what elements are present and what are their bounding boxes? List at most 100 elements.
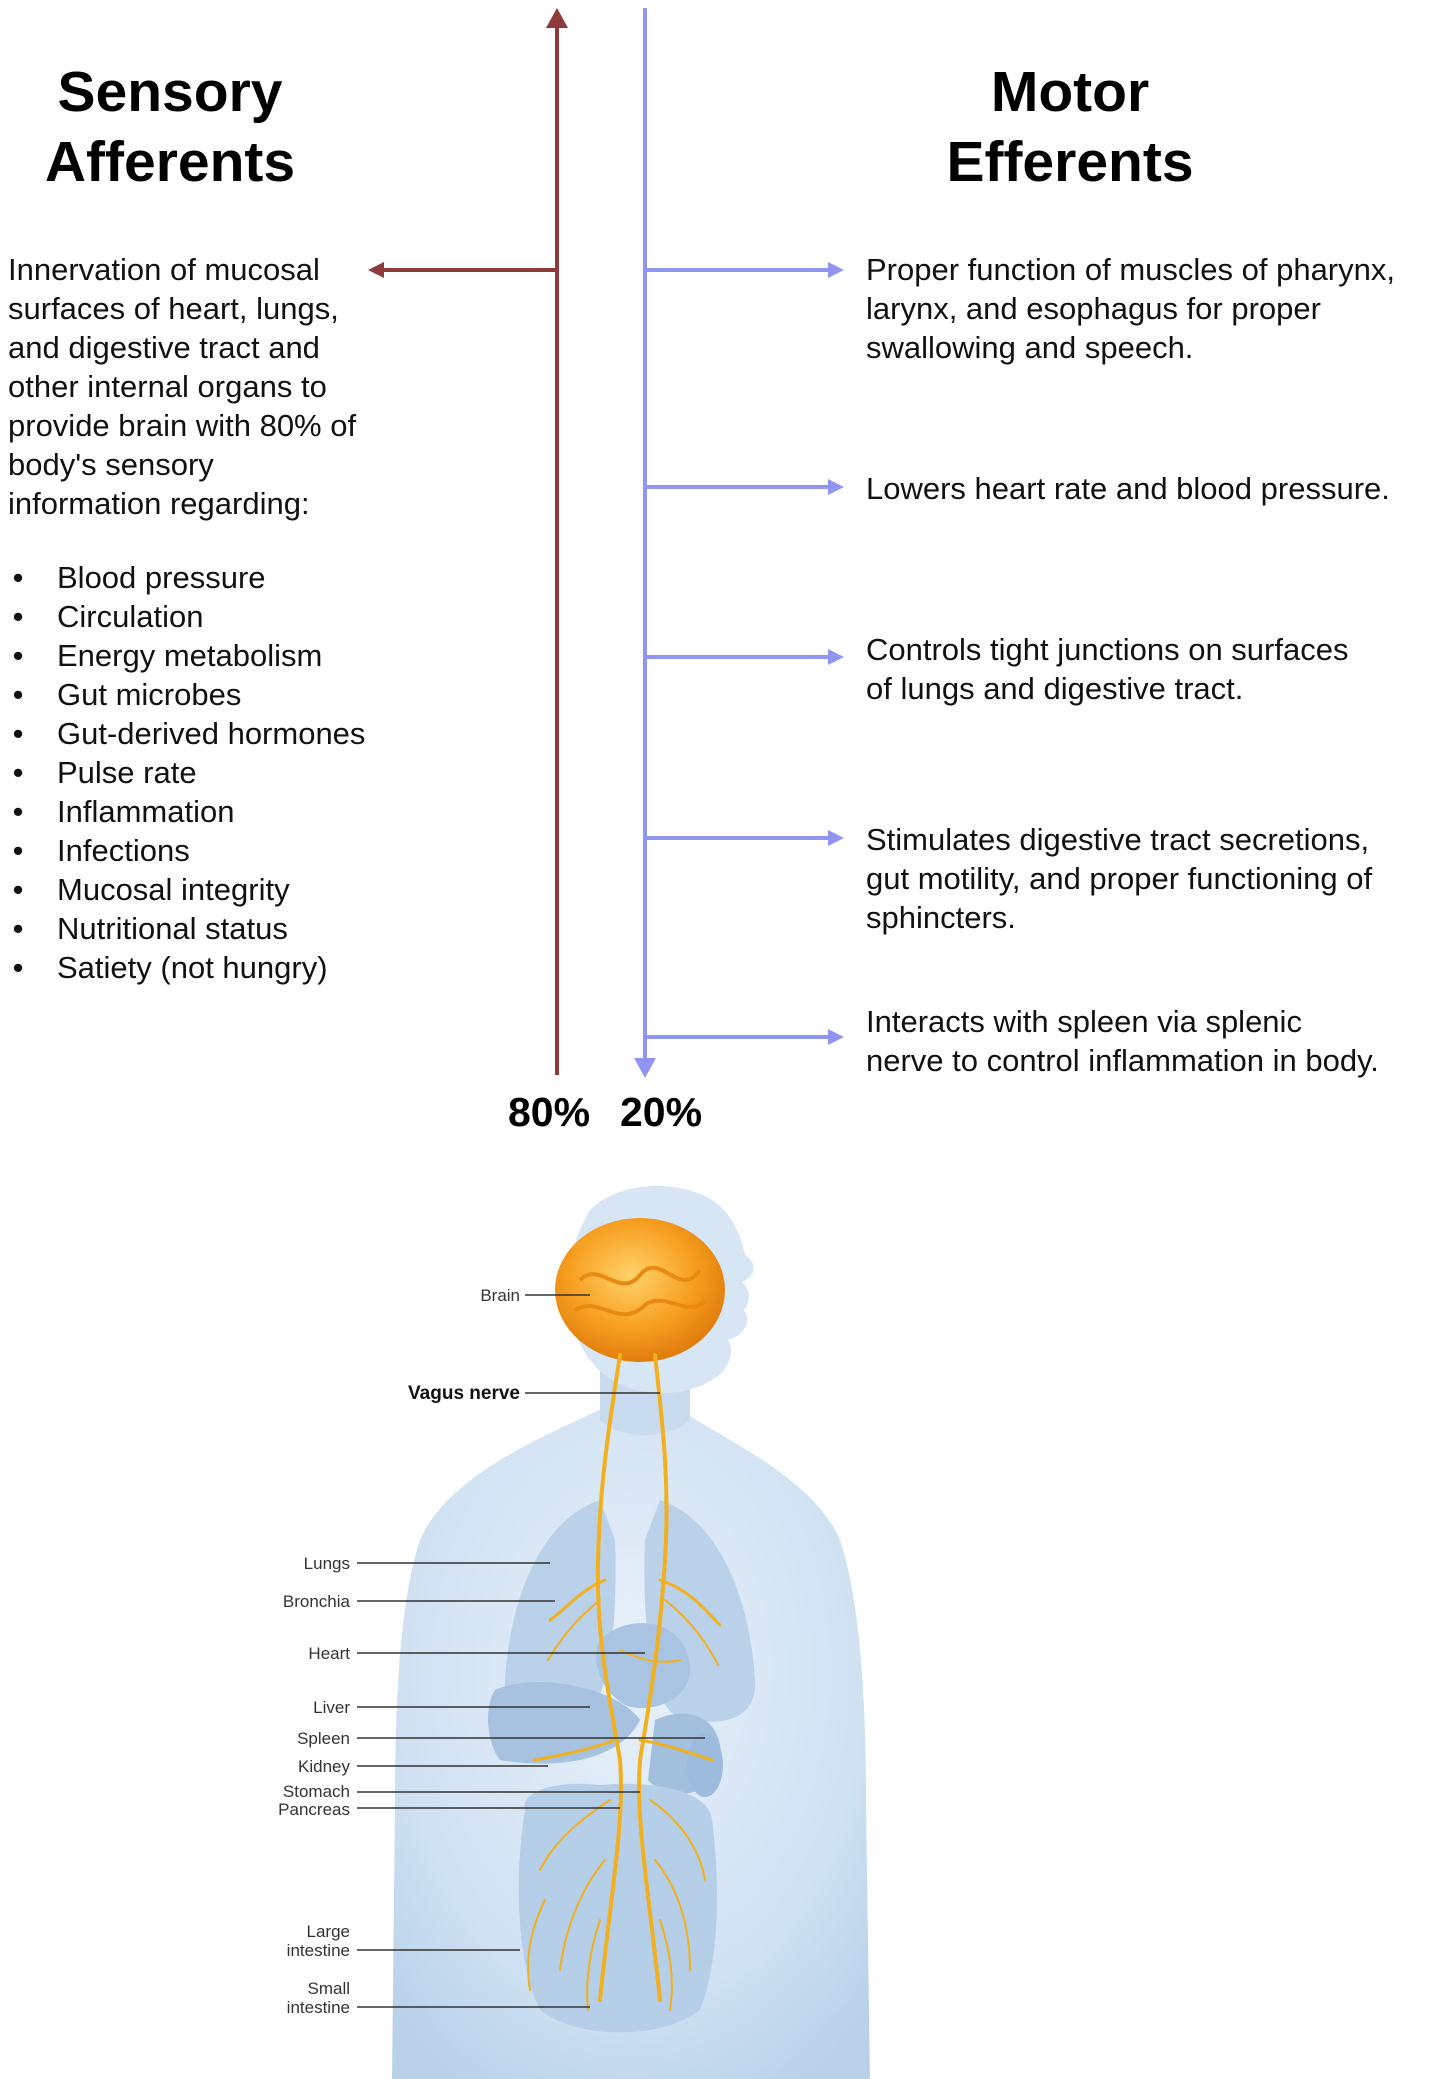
brain-shape	[555, 1218, 725, 1362]
label-small-intestine-line1: Small	[307, 1979, 350, 1998]
bullet-icon: •	[12, 677, 24, 712]
efferent-right-arrow-icon	[828, 479, 844, 495]
sensory-desc-line: Innervation of mucosal	[8, 252, 320, 287]
label-heart: Heart	[308, 1644, 350, 1663]
sensory-desc-line: other internal organs to	[8, 369, 327, 404]
bullet-icon: •	[12, 560, 24, 595]
sensory-desc-line: and digestive tract and	[8, 330, 320, 365]
label-spleen: Spleen	[297, 1729, 350, 1748]
bullet-icon: •	[12, 599, 24, 634]
label-small-intestine-line2: intestine	[287, 1998, 350, 2017]
vagus-nerve-paths	[527, 1353, 722, 2011]
list-item: • Blood pressure	[8, 558, 408, 597]
list-item: • Inflammation	[8, 792, 408, 831]
efferent-right-arrow-icon	[828, 830, 844, 846]
label-vagus-nerve: Vagus nerve	[408, 1383, 520, 1404]
motor-item-line: larynx, and esophagus for proper	[866, 291, 1321, 326]
sensory-desc-line: provide brain with 80% of	[8, 408, 357, 443]
sensory-desc-line: surfaces of heart, lungs,	[8, 291, 339, 326]
list-item: • Mucosal integrity	[8, 870, 408, 909]
label-leader-lines	[357, 1294, 705, 2008]
bullet-text: Satiety (not hungry)	[57, 950, 328, 985]
bullet-text: Infections	[57, 833, 190, 868]
bullet-icon: •	[12, 755, 24, 790]
afferent-left-arrow-icon	[368, 262, 384, 278]
bullet-icon: •	[12, 638, 24, 673]
bullet-icon: •	[12, 911, 24, 946]
bullet-text: Gut-derived hormones	[57, 716, 366, 751]
bullet-text: Energy metabolism	[57, 638, 323, 673]
motor-item-line: Lowers heart rate and blood pressure.	[866, 471, 1390, 506]
label-large-intestine-line1: Large	[307, 1922, 350, 1941]
bullet-icon: •	[12, 950, 24, 985]
motor-item-tight-junctions: Controls tight junctions on surfaces of …	[866, 630, 1426, 708]
list-item: • Satiety (not hungry)	[8, 948, 408, 987]
sensory-description: Innervation of mucosal surfaces of heart…	[8, 250, 388, 523]
motor-item-line: Proper function of muscles of pharynx,	[866, 252, 1395, 287]
motor-heading-line2: Efferents	[946, 130, 1194, 194]
sensory-heading: Sensory Afferents	[20, 57, 320, 197]
label-pancreas: Pancreas	[278, 1800, 350, 1819]
efferent-right-arrow-icon	[828, 649, 844, 665]
bullet-text: Nutritional status	[57, 911, 288, 946]
label-kidney: Kidney	[298, 1757, 350, 1776]
list-item: • Nutritional status	[8, 909, 408, 948]
motor-heading-line1: Motor	[990, 60, 1150, 124]
bullet-text: Pulse rate	[57, 755, 197, 790]
organ-labels: Brain Vagus nerve Lungs Bronchia Heart L…	[278, 1286, 520, 2017]
label-bronchia: Bronchia	[283, 1592, 351, 1611]
afferent-axis	[368, 8, 568, 1075]
sensory-desc-line: information regarding:	[8, 486, 310, 521]
motor-item-line: gut motility, and proper functioning of	[866, 861, 1373, 896]
efferent-axis	[634, 8, 844, 1078]
label-stomach: Stomach	[283, 1782, 350, 1801]
motor-item-digestive: Stimulates digestive tract secretions, g…	[866, 820, 1426, 937]
label-large-intestine-line2: intestine	[287, 1941, 350, 1960]
motor-heading: Motor Efferents	[920, 57, 1220, 197]
bullet-icon: •	[12, 833, 24, 868]
intestines-shape	[518, 1783, 717, 2033]
human-body-illustration	[392, 1186, 870, 2079]
bullet-text: Mucosal integrity	[57, 872, 290, 907]
sensory-heading-line1: Sensory	[57, 60, 283, 124]
motor-item-line: Stimulates digestive tract secretions,	[866, 822, 1370, 857]
motor-item-heart-rate: Lowers heart rate and blood pressure.	[866, 469, 1426, 508]
label-liver: Liver	[313, 1698, 350, 1717]
list-item: • Gut-derived hormones	[8, 714, 408, 753]
list-item: • Circulation	[8, 597, 408, 636]
sensory-desc-line: body's sensory	[8, 447, 214, 482]
motor-item-spleen: Interacts with spleen via splenic nerve …	[866, 1002, 1426, 1080]
bullet-text: Inflammation	[57, 794, 235, 829]
efferent-percentage: 20%	[620, 1089, 703, 1135]
list-item: • Gut microbes	[8, 675, 408, 714]
list-item: • Infections	[8, 831, 408, 870]
efferent-down-arrow-icon	[634, 1058, 656, 1078]
bullet-icon: •	[12, 872, 24, 907]
bullet-text: Gut microbes	[57, 677, 242, 712]
bullet-icon: •	[12, 716, 24, 751]
motor-item-line: swallowing and speech.	[866, 330, 1194, 365]
motor-item-line: sphincters.	[866, 900, 1016, 935]
bullet-text: Circulation	[57, 599, 204, 634]
label-brain: Brain	[480, 1286, 520, 1305]
list-item: • Pulse rate	[8, 753, 408, 792]
afferent-percentage: 80%	[508, 1089, 591, 1135]
motor-item-line: Controls tight junctions on surfaces	[866, 632, 1349, 667]
motor-item-swallowing: Proper function of muscles of pharynx, l…	[866, 250, 1426, 367]
efferent-right-arrow-icon	[828, 1029, 844, 1045]
motor-item-line: of lungs and digestive tract.	[866, 671, 1244, 706]
bullet-icon: •	[12, 794, 24, 829]
bullet-text: Blood pressure	[57, 560, 266, 595]
torso-silhouette	[392, 1400, 870, 2079]
list-item: • Energy metabolism	[8, 636, 408, 675]
sensory-bullet-list: • Blood pressure • Circulation • Energy met…	[8, 558, 408, 987]
label-lungs: Lungs	[304, 1554, 350, 1573]
efferent-right-arrow-icon	[828, 262, 844, 278]
afferent-up-arrow-icon	[546, 8, 568, 28]
motor-item-line: nerve to control inflammation in body.	[866, 1043, 1379, 1078]
motor-item-line: Interacts with spleen via splenic	[866, 1004, 1302, 1039]
sensory-heading-line2: Afferents	[44, 130, 296, 194]
heart-shape	[596, 1623, 690, 1709]
spleen-shape	[687, 1733, 723, 1797]
